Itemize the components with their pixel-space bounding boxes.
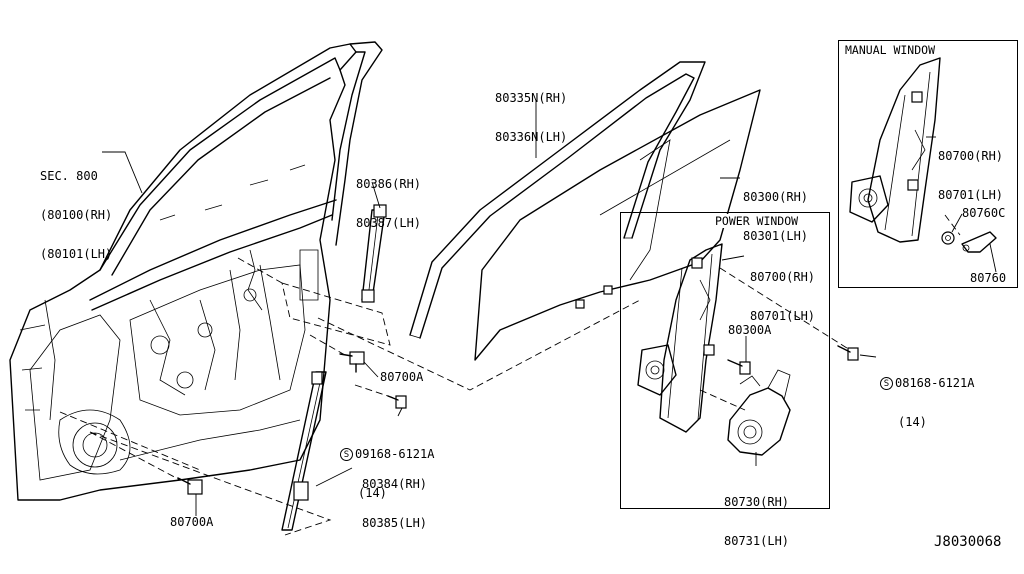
screw-mid bbox=[387, 395, 407, 409]
manual-window-regulator bbox=[849, 57, 941, 243]
parts-diagram: MANUAL WINDOW POWER WINDOW SEC. 800 (801… bbox=[9, 40, 1018, 550]
rear-run-channel bbox=[361, 204, 387, 303]
label-80760c: 80760C bbox=[962, 206, 1006, 220]
window-motor bbox=[727, 369, 791, 456]
label-80700a-bottom: 80700A bbox=[170, 515, 214, 529]
power-window-regulator bbox=[637, 243, 723, 433]
power-window-title: POWER WINDOW bbox=[712, 214, 802, 228]
label-80300: 80300(RH) 80301(LH) bbox=[743, 190, 809, 243]
glass-run-seal bbox=[409, 61, 706, 339]
label-80384: 80384(RH) 80385(LH) bbox=[362, 477, 428, 530]
assembly-lines bbox=[59, 214, 961, 536]
door-shell bbox=[9, 41, 383, 501]
screw-right bbox=[837, 345, 859, 361]
label-regulator-manual: 80700(RH) 80701(LH) bbox=[938, 149, 1004, 202]
power-window-frame bbox=[620, 212, 830, 509]
s-symbol-right: S bbox=[880, 377, 893, 390]
label-80760: 80760 bbox=[970, 271, 1007, 285]
label-80300a: 80300A bbox=[728, 323, 772, 337]
label-80335n: 80335N(RH) 80336N(LH) bbox=[495, 91, 568, 144]
window-handle bbox=[961, 231, 997, 253]
label-80730: 80730(RH) 80731(LH) bbox=[724, 495, 790, 548]
label-80700a-mid: 80700A bbox=[380, 370, 424, 384]
label-80386: 80386(RH) 80387(LH) bbox=[356, 177, 422, 230]
door-glass bbox=[474, 89, 761, 361]
clip-80700a-bottom bbox=[177, 477, 203, 495]
exploded-view-artwork bbox=[9, 41, 997, 536]
front-run-channel bbox=[281, 371, 327, 531]
manual-window-frame bbox=[838, 40, 1018, 288]
manual-window-title: MANUAL WINDOW bbox=[842, 43, 939, 57]
washer-80760c bbox=[941, 231, 955, 245]
clip-80300a bbox=[727, 359, 751, 375]
diagram-code: J8030068 bbox=[934, 534, 1002, 550]
clip-80700a-mid bbox=[339, 351, 365, 373]
label-regulator-power: 80700(RH) 80701(LH) bbox=[750, 270, 816, 323]
s-symbol-mid: S bbox=[340, 448, 353, 461]
label-sec800: SEC. 800 (80100(RH) (80101(LH) bbox=[40, 169, 113, 261]
